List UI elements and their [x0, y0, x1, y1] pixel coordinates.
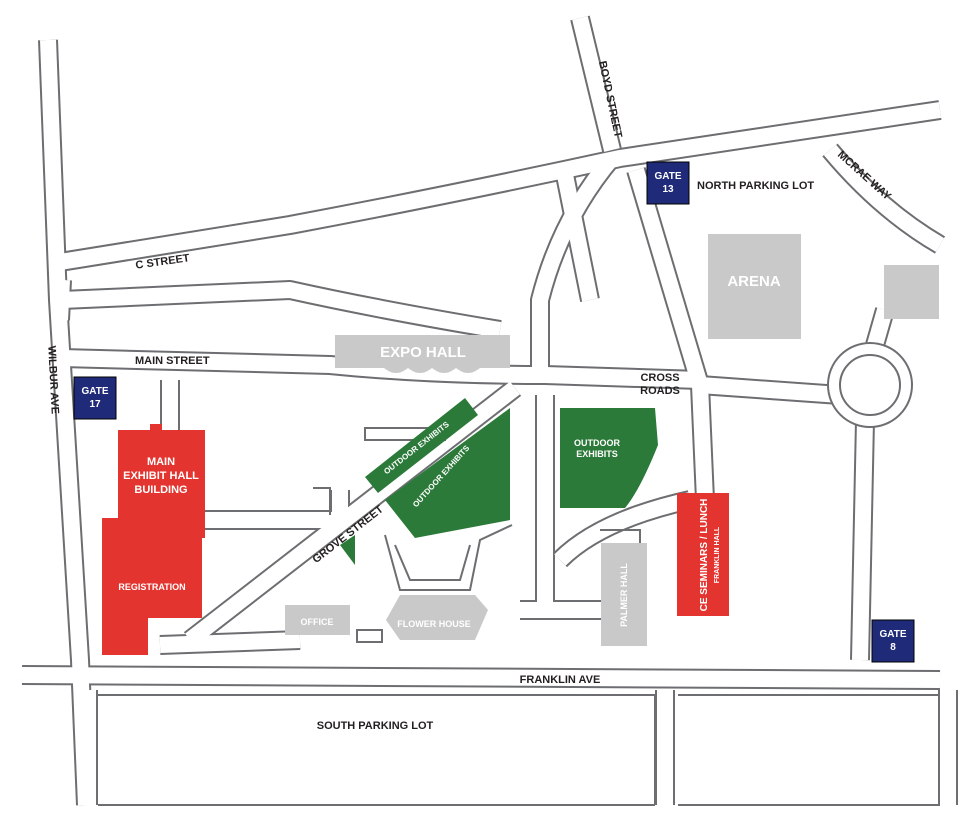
outdoor-exhibits-small[interactable] — [340, 535, 355, 565]
outdoor-exhibits-east[interactable] — [560, 408, 658, 508]
south-parking-lot-label: SOUTH PARKING LOT — [317, 720, 434, 732]
arena-annex-building[interactable] — [884, 265, 939, 319]
gate-8-label-2: 8 — [890, 642, 896, 653]
flower-house-building[interactable] — [386, 595, 488, 640]
gate-13[interactable]: GATE 13 — [646, 161, 690, 205]
main-street-label: MAIN STREET — [135, 355, 210, 367]
gate-13-label-2: 13 — [662, 184, 674, 195]
main-hall-label-2: EXHIBIT HALL — [123, 470, 199, 482]
wilbur-ave-label: WILBUR AVE — [45, 345, 61, 414]
cross-roads-label-2: ROADS — [640, 385, 680, 397]
palmer-hall-building[interactable] — [601, 543, 647, 646]
gate-17[interactable]: GATE 17 — [73, 376, 117, 420]
arena-building[interactable] — [708, 234, 801, 339]
flower-house-label: FLOWER HOUSE — [397, 619, 471, 629]
office-label: OFFICE — [301, 617, 334, 627]
expo-hall-building[interactable] — [335, 335, 510, 373]
outdoor-exhibits-triangle[interactable] — [385, 408, 510, 538]
gate-17-label-2: 17 — [89, 399, 101, 410]
outdoor-exhibits-east-label-1: OUTDOOR — [574, 438, 620, 448]
registration-label: REGISTRATION — [118, 582, 185, 592]
lot-outlines — [98, 694, 940, 806]
main-hall-label-3: BUILDING — [134, 484, 187, 496]
road-network — [21, 15, 958, 806]
north-parking-lot-label: NORTH PARKING LOT — [697, 180, 814, 192]
expo-hall-label: EXPO HALL — [380, 344, 466, 361]
arena-label: ARENA — [727, 273, 781, 290]
franklin-hall-label: FRANKLIN HALL — [714, 526, 721, 583]
main-hall-label-1: MAIN — [147, 456, 175, 468]
outdoor-exhibits-east-label-2: EXHIBITS — [576, 449, 618, 459]
palmer-hall-label: PALMER HALL — [619, 563, 629, 627]
outdoor-exhibits-strip[interactable] — [365, 398, 478, 493]
franklin-ave-label: FRANKLIN AVE — [520, 674, 601, 686]
gate-13-label-1: GATE — [654, 171, 681, 182]
gate-17-label-1: GATE — [81, 386, 108, 397]
gate-8-label-1: GATE — [879, 629, 906, 640]
ce-seminars-label: CE SEMINARS / LUNCH — [699, 499, 710, 612]
cross-roads-label-1: CROSS — [640, 372, 679, 384]
gate-8[interactable]: GATE 8 — [871, 619, 915, 663]
ce-seminars-building[interactable] — [677, 493, 729, 616]
main-exhibit-hall-building[interactable] — [102, 424, 205, 655]
office-building[interactable] — [285, 605, 350, 635]
